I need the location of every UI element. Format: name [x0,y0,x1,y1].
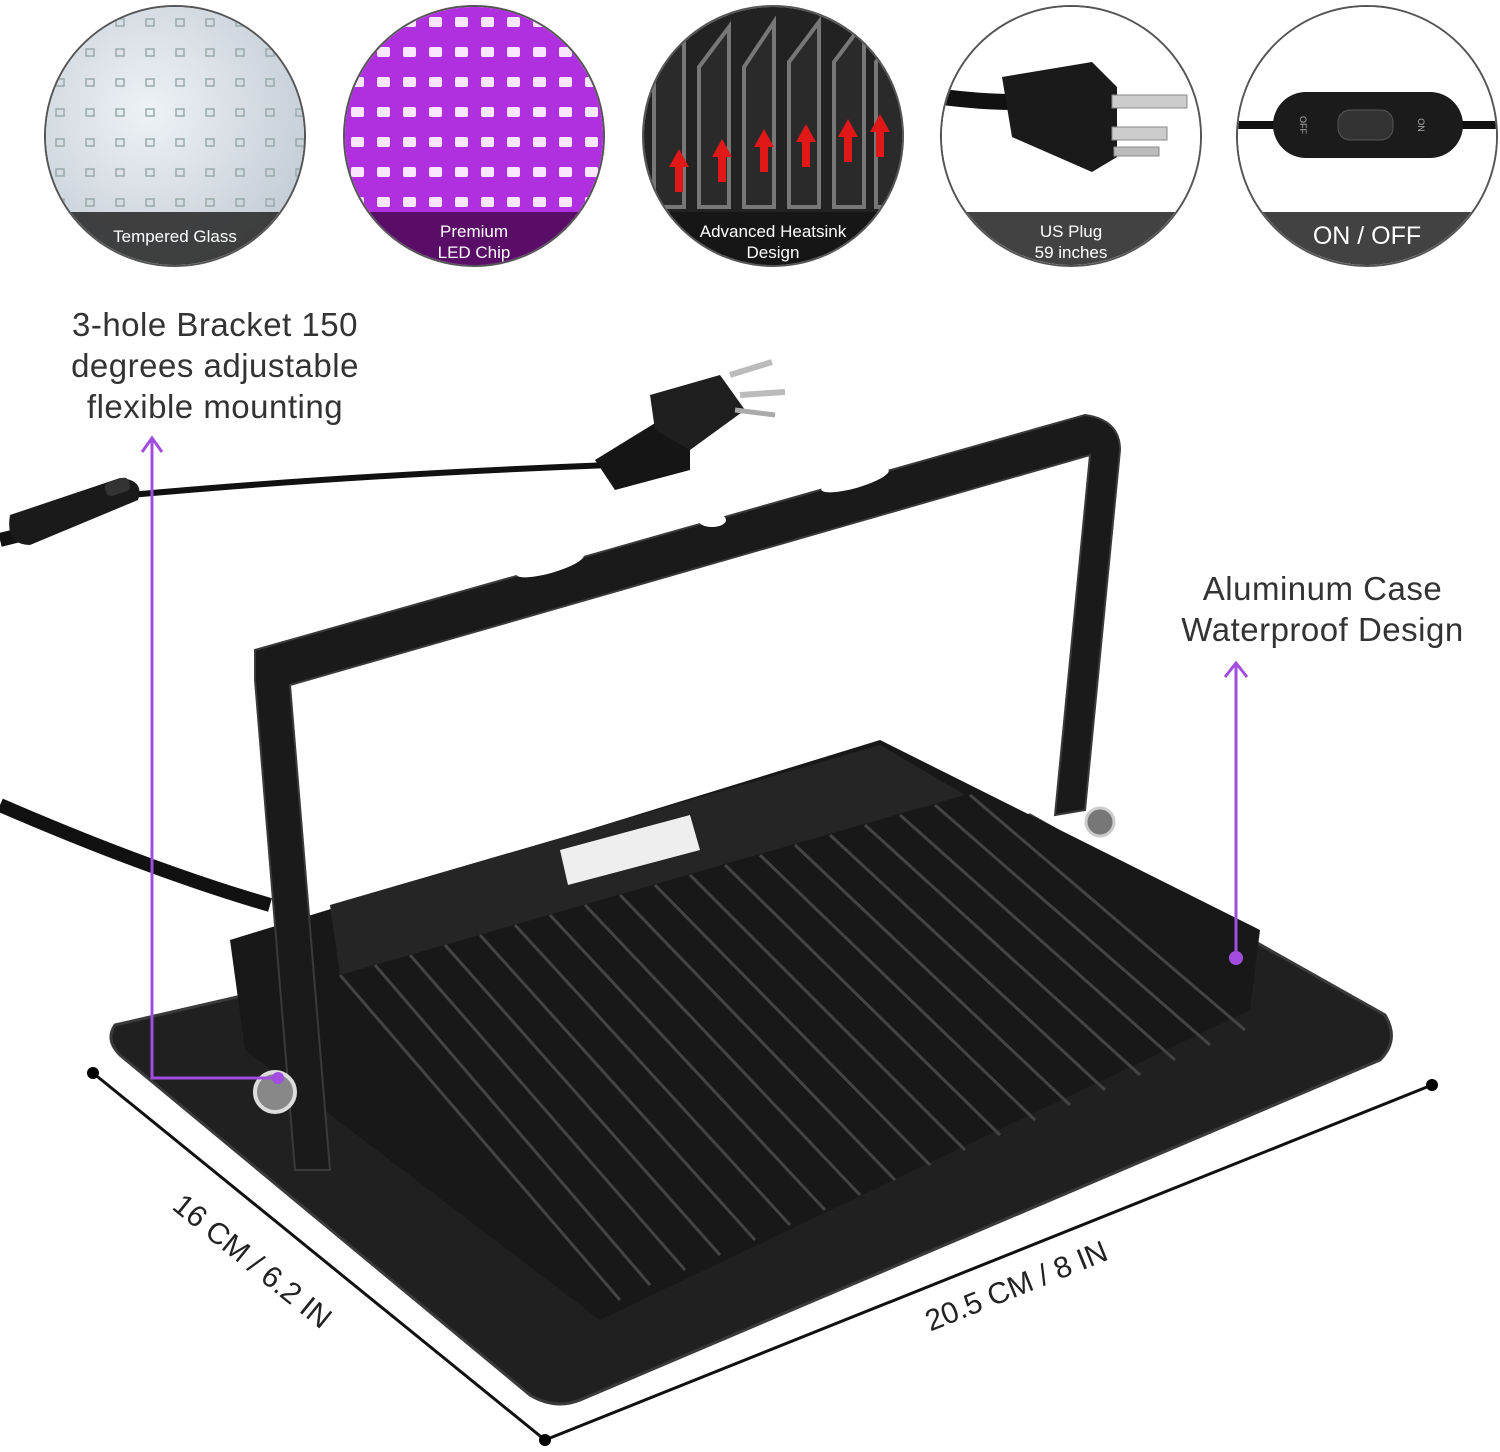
case-callout-arrow [1223,660,1249,958]
switch-off-label: OFF [1298,116,1308,134]
label-line: 59 inches [1034,243,1108,262]
callout-line: Aluminum Case [1202,570,1443,607]
label-line: LED Chip [437,243,511,262]
label-line: US Plug [1039,222,1103,241]
us-plug-icon [595,359,786,490]
callout-line: flexible mounting [86,388,344,425]
bracket-knob-icon [253,1070,297,1114]
dimension-lines [87,1067,1438,1446]
callout-line: Waterproof Design [1181,611,1464,648]
mounting-bracket [254,413,1122,1171]
feature-label: Tempered Glass [46,212,304,265]
label-line: Advanced Heatsink [699,222,847,241]
feature-label: ON / OFF [1238,212,1496,265]
bracket-callout: 3-hole Bracket 150 degrees adjustable fl… [30,304,400,427]
bracket-callout-arrow [140,435,278,1080]
switch-on-label: ON [1416,118,1426,132]
case-callout: Aluminum Case Waterproof Design [1150,568,1495,650]
power-cable [0,798,272,912]
label-line: Design [746,243,800,262]
label-line: Premium [439,222,508,241]
feature-switch: OFF ON ON / OFF [1236,5,1498,267]
callout-line: degrees adjustable [71,347,359,384]
feature-label: US Plug 59 inches [942,212,1200,265]
feature-tempered-glass: Tempered Glass [44,5,306,267]
callout-line: 3-hole Bracket 150 [71,306,358,343]
spec-label [560,815,700,885]
feature-us-plug: US Plug 59 inches [940,5,1202,267]
inline-switch-icon [9,477,140,545]
heatsink-fins [338,793,1246,1301]
